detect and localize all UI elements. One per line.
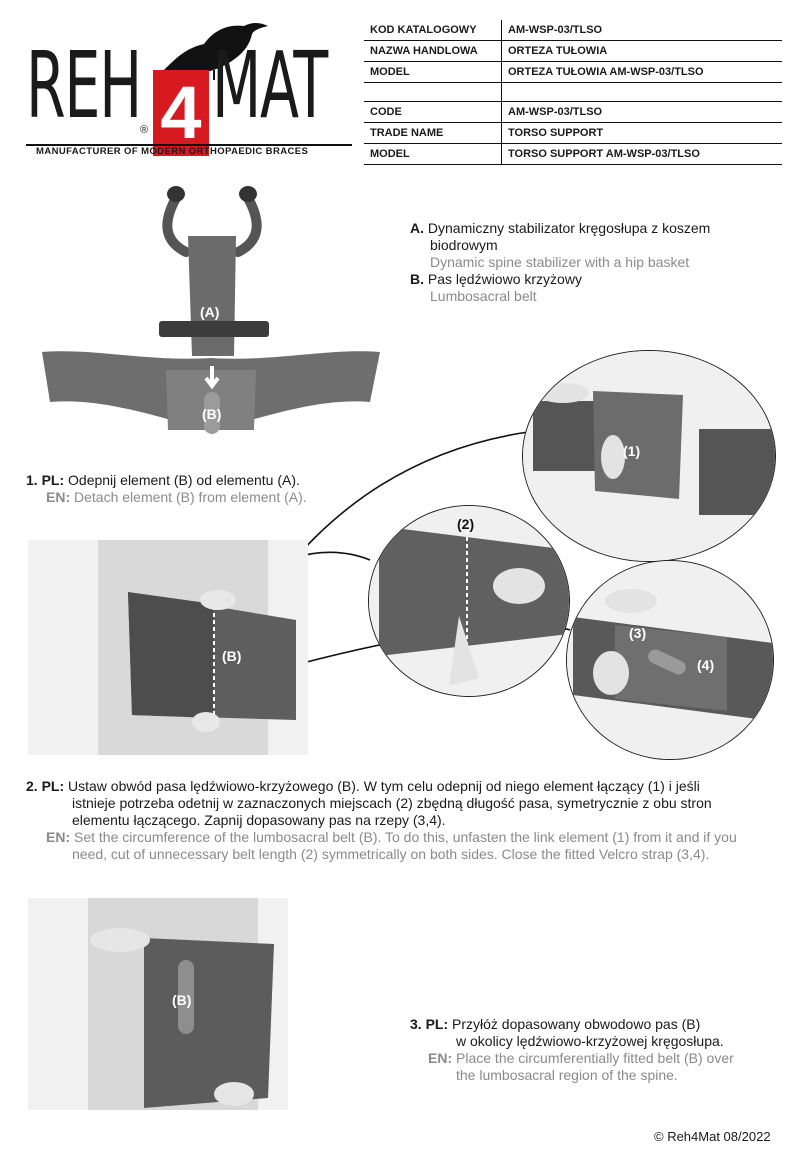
step-1: 1. PL: Odepnij element (B) od elementu (… [26,472,386,506]
spec-row: KOD KATALOGOWY AM-WSP-03/TLSO [364,20,782,41]
label-b-step3: (B) [172,992,192,1008]
part-a-en: Dynamic spine stabilizer with a hip bask… [430,254,690,270]
fitted-belt-photo: (B) [28,898,288,1110]
spec-value: ORTEZA TUŁOWIA AM-WSP-03/TLSO [508,66,704,78]
step-1-en: Detach element (B) from element (A). [74,489,307,505]
belt-on-body-photo: (B) [28,540,308,755]
registered-mark: ® [140,124,149,136]
step-3-en-1: Place the circumferentially fitted belt … [456,1050,734,1066]
part-b-en: Lumbosacral belt [430,288,537,304]
step-1-en-tag: EN: [46,489,71,505]
detail-circle-1: (1) [522,350,776,562]
detail-circle-3: (3) (4) [566,560,774,760]
spec-row: CODE AM-WSP-03/TLSO [364,102,782,123]
part-a-letter: A. [410,220,424,236]
step-2-en-2: need, cut of unnecessary belt length (2)… [72,846,710,862]
spec-key: KOD KATALOGOWY [364,20,502,40]
logo-text-right: MAT [212,32,328,139]
step-3-pl-2: w okolicy lędźwiowo-krzyżowej kręgosłupa… [456,1033,724,1049]
label-b-step1: (B) [222,648,242,664]
spec-value: ORTEZA TUŁOWIA [508,45,608,57]
label-2: (2) [457,516,475,532]
step-2-number: 2. PL: [26,778,65,794]
part-b-letter: B. [410,271,424,287]
copyright: © Reh4Mat 08/2022 [654,1129,771,1144]
spec-key: MODEL [364,62,502,82]
logo-underline [26,144,352,146]
label-1: (1) [623,443,641,459]
label-3: (3) [629,625,647,641]
parts-description: A. Dynamiczny stabilizator kręgosłupa z … [410,220,790,305]
logo-number-box: 4 [153,70,209,156]
logo-tagline: MANUFACTURER OF MODERN ORTHOPAEDIC BRACE… [36,146,309,157]
logo-number: 4 [160,71,202,154]
step-3-pl-1: Przyłóż dopasowany obwodowo pas (B) [452,1016,701,1032]
step-2: 2. PL: Ustaw obwód pasa lędźwiowo-krzyżo… [26,778,798,863]
spec-row: TRADE NAME TORSO SUPPORT [364,123,782,144]
part-a-pl: Dynamiczny stabilizator kręgosłupa z kos… [427,220,711,236]
step-2-pl-2: istnieje potrzeba odetnij w zaznaczonych… [72,795,712,811]
spec-key: NAZWA HANDLOWA [364,41,502,61]
step-2-en-tag: EN: [46,829,71,845]
spec-table: KOD KATALOGOWY AM-WSP-03/TLSO NAZWA HANDL… [364,20,782,165]
spec-key: TRADE NAME [364,123,502,143]
spec-row: NAZWA HANDLOWA ORTEZA TUŁOWIA [364,41,782,62]
logo-text-left: REH [26,32,142,139]
spec-key: MODEL [364,144,502,164]
spec-row: MODEL ORTEZA TUŁOWIA AM-WSP-03/TLSO [364,62,782,83]
spec-value: TORSO SUPPORT AM-WSP-03/TLSO [508,148,700,160]
step-3-en-tag: EN: [428,1050,453,1066]
step-2-en-1: Set the circumference of the lumbosacral… [74,829,737,845]
label-4: (4) [697,657,715,673]
product-photo: (A) (B) [36,180,386,450]
step-3-number: 3. PL: [410,1016,449,1032]
step-3-en-2: the lumbosacral region of the spine. [456,1067,678,1083]
spec-row: MODEL TORSO SUPPORT AM-WSP-03/TLSO [364,144,782,165]
step-1-pl: Odepnij element (B) od elementu (A). [68,472,300,488]
spec-value: AM-WSP-03/TLSO [508,24,603,36]
spec-value: TORSO SUPPORT [508,127,604,139]
spec-key: CODE [364,102,502,122]
label-a: (A) [200,304,220,320]
step-2-pl-3: elementu łączącego. Zapnij dopasowany pa… [72,812,446,828]
spec-key [364,83,502,101]
step-1-number: 1. PL: [26,472,65,488]
spec-row [364,83,782,102]
spec-value: AM-WSP-03/TLSO [508,106,603,118]
step-2-pl-1: Ustaw obwód pasa lędźwiowo-krzyżowego (B… [68,778,700,794]
part-b-pl: Pas lędźwiowo krzyżowy [427,271,582,287]
detail-circle-2: (2) [368,505,570,697]
part-a-pl2: biodrowym [430,237,498,253]
step-3: 3. PL: Przyłóż dopasowany obwodowo pas (… [410,1016,800,1084]
brand-logo: REH 4 ® MAT MANUFACTURER OF MODERN ORTHO… [26,18,356,158]
label-b: (B) [202,406,222,422]
